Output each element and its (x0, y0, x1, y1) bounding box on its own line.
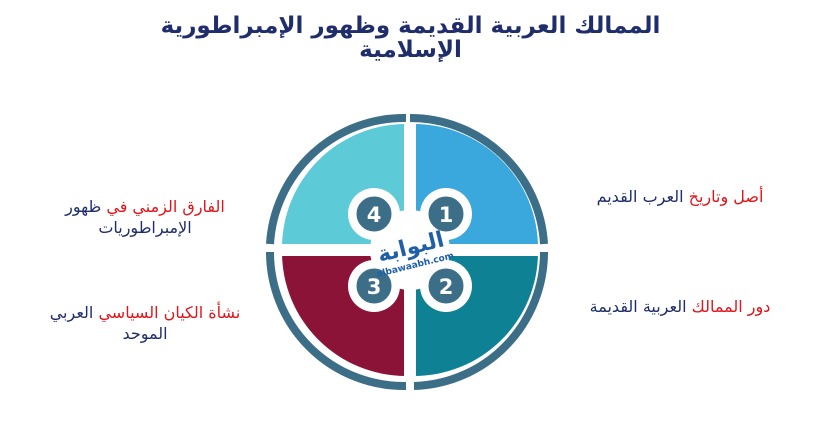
item-label-3: نشأة الكيان السياسي العربي الموحد (30, 302, 260, 344)
item-1-highlight: أصل وتاريخ (688, 187, 764, 206)
badge-1: 1 (425, 193, 467, 235)
title-line-2: الإسلامية (359, 37, 462, 63)
item-label-2: دور الممالك العربية القديمة (560, 296, 800, 317)
badge-3: 3 (353, 265, 395, 307)
item-4-rest: ظهور الإمبراطوريات (65, 197, 192, 237)
badge-2: 2 (425, 265, 467, 307)
item-2-highlight: دور الممالك (691, 297, 771, 316)
item-3-rest: العربي الموحد (49, 303, 168, 343)
ring-arc-bottom-left (266, 251, 407, 391)
badge-number-1: 1 (439, 203, 454, 227)
item-1-rest: العرب القديم (596, 187, 684, 206)
item-4-highlight: الفارق الزمني في (106, 197, 225, 216)
title-line-1: الممالك العربية القديمة وظهور الإمبراطور… (160, 13, 661, 39)
item-2-rest: العربية القديمة (589, 297, 687, 316)
badge-number-3: 3 (367, 275, 382, 299)
ring-arc-top-right (409, 113, 548, 245)
ring-arc-bottom-right (413, 251, 548, 390)
item-3-highlight: نشأة الكيان السياسي (98, 303, 241, 322)
badge-number-4: 4 (367, 203, 382, 227)
ring-arc-top-left (266, 113, 407, 245)
badge-4: 4 (353, 193, 395, 235)
item-label-1: أصل وتاريخ العرب القديم (560, 186, 800, 207)
page-title: الممالك العربية القديمة وظهور الإمبراطور… (0, 14, 821, 62)
item-label-4: الفارق الزمني في ظهور الإمبراطوريات (30, 196, 260, 238)
badge-number-2: 2 (439, 275, 454, 299)
